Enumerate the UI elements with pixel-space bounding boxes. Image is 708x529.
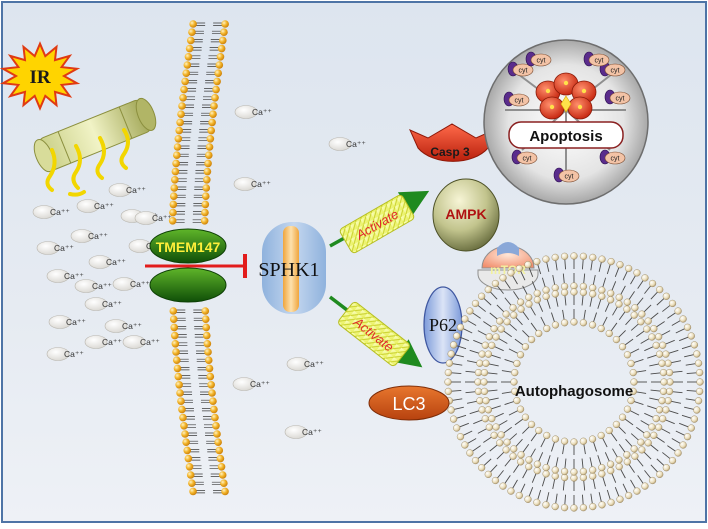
calcium-ion: Ca⁺⁺ (328, 137, 366, 151)
calcium-ion: Ca⁺⁺ (84, 297, 122, 311)
cytochrome-c-label: cyt (565, 174, 574, 181)
cytochrome-c: cyt (604, 89, 631, 105)
calcium-ion-label: Ca⁺⁺ (50, 207, 70, 217)
autophagosome: Autophagosome (444, 252, 704, 512)
calcium-ion-label: Ca⁺⁺ (304, 359, 324, 369)
calcium-ion: Ca⁺⁺ (48, 315, 86, 329)
caspase-blob (567, 96, 593, 120)
tmem147-label: TMEM147 (156, 239, 221, 255)
cytochrome-c-label: cyt (611, 68, 620, 75)
calcium-ion-label: Ca⁺⁺ (302, 427, 322, 437)
ampk-label: AMPK (445, 206, 486, 222)
cytochrome-c-label: cyt (515, 98, 524, 105)
calcium-ion-label: Ca⁺⁺ (66, 317, 86, 327)
calcium-ion-label: Ca⁺⁺ (250, 379, 270, 389)
autophagosome-label: Autophagosome (515, 383, 633, 400)
calcium-ion: Ca⁺⁺ (84, 335, 122, 349)
sphk1-protein: SPHK1 (258, 222, 326, 314)
apoptosis-label: Apoptosis (529, 128, 602, 145)
calcium-ion-label: Ca⁺⁺ (122, 321, 142, 331)
calcium-ion-label: Ca⁺⁺ (346, 139, 366, 149)
p62-protein: P62 (423, 286, 463, 364)
ampk-protein: AMPK (432, 178, 500, 252)
calcium-ion-label: Ca⁺⁺ (54, 243, 74, 253)
cytochrome-c: cyt (583, 51, 610, 67)
lc3-protein: LC3 (368, 385, 450, 421)
ir-burst: IR (0, 41, 81, 111)
cytochrome-c-label: cyt (611, 156, 620, 163)
calcium-ion-label: Ca⁺⁺ (64, 271, 84, 281)
sphk1-label: SPHK1 (258, 259, 319, 281)
cytochrome-c: cyt (553, 167, 580, 183)
cytochrome-c: cyt (503, 91, 530, 107)
calcium-ion: Ca⁺⁺ (233, 177, 271, 191)
cytochrome-c-label: cyt (616, 96, 625, 103)
calcium-ion: Ca⁺⁺ (88, 255, 126, 269)
calcium-ion-label: Ca⁺⁺ (88, 231, 108, 241)
calcium-ion-label: Ca⁺⁺ (64, 349, 84, 359)
calcium-ion: Ca⁺⁺ (36, 241, 74, 255)
casp3-label: Casp 3 (430, 145, 470, 159)
calcium-ion: Ca⁺⁺ (232, 377, 270, 391)
cytochrome-c-label: cyt (523, 156, 532, 163)
cytochrome-c: cyt (511, 149, 538, 165)
calcium-ion-label: Ca⁺⁺ (252, 107, 272, 117)
calcium-ion-label: Ca⁺⁺ (102, 299, 122, 309)
calcium-ion: Ca⁺⁺ (46, 269, 84, 283)
calcium-ion: Ca⁺⁺ (32, 205, 70, 219)
cytochrome-c: cyt (507, 61, 534, 77)
caspase-cluster (535, 72, 597, 120)
calcium-ion: Ca⁺⁺ (286, 357, 324, 371)
calcium-ion-label: Ca⁺⁺ (251, 179, 271, 189)
calcium-ion: Ca⁺⁺ (122, 335, 160, 349)
plasma-membrane (168, 20, 229, 496)
apoptosis-box (508, 121, 624, 149)
inhibition-arrow (145, 254, 247, 278)
cytochrome-c-label: cyt (537, 58, 546, 65)
cytochrome-c: cyt (525, 51, 552, 67)
calcium-ion-label: Ca⁺⁺ (106, 257, 126, 267)
calcium-ion-label: Ca⁺⁺ (92, 281, 112, 291)
calcium-ion: Ca⁺⁺ (284, 425, 322, 439)
cytochrome-c-label: cyt (595, 58, 604, 65)
calcium-ion: Ca⁺⁺ (134, 211, 172, 225)
calcium-ion: Ca⁺⁺ (46, 347, 84, 361)
autophagosome-bilayer (444, 252, 704, 512)
calcium-ion: Ca⁺⁺ (74, 279, 112, 293)
p62-label: P62 (429, 315, 457, 335)
calcium-ion: Ca⁺⁺ (108, 183, 146, 197)
calcium-ion: Ca⁺⁺ (234, 105, 272, 119)
calcium-ion: Ca⁺⁺ (76, 199, 114, 213)
tmem147-protein: TMEM147 (149, 228, 227, 303)
calcium-ion: Ca⁺⁺ (104, 319, 142, 333)
cytochrome-c-label: cyt (519, 68, 528, 75)
calcium-ion-label: Ca⁺⁺ (140, 337, 160, 347)
lc3-label: LC3 (392, 394, 425, 414)
calcium-ion-label: Ca⁺⁺ (152, 213, 172, 223)
receptor-icon (33, 97, 157, 197)
calcium-ion: Ca⁺⁺ (112, 277, 150, 291)
casp3-protein: Casp 3 (409, 123, 495, 162)
caspase-blob (539, 96, 565, 120)
calcium-ions: Ca⁺⁺Ca⁺⁺Ca⁺⁺Ca⁺⁺Ca⁺⁺Ca⁺⁺Ca⁺⁺Ca⁺⁺Ca⁺⁺Ca⁺⁺… (32, 105, 366, 439)
calcium-ion-label: Ca⁺⁺ (102, 337, 122, 347)
ir-label: IR (29, 67, 50, 88)
cytochrome-c: cyt (599, 149, 626, 165)
calcium-ion: Ca⁺⁺ (70, 229, 108, 243)
calcium-ion-label: Ca⁺⁺ (126, 185, 146, 195)
calcium-ion-label: Ca⁺⁺ (94, 201, 114, 211)
calcium-ion-label: Ca⁺⁺ (130, 279, 150, 289)
